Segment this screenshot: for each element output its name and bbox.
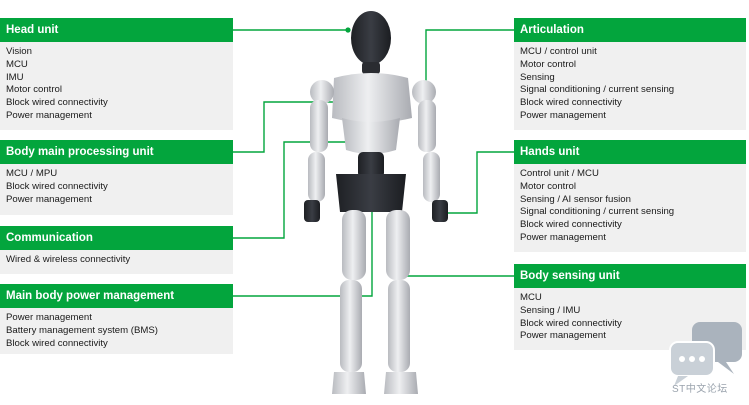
list-item: Signal conditioning / current sensing <box>520 84 675 96</box>
list-item: Vision <box>6 46 32 57</box>
list-item: IMU <box>6 71 24 83</box>
connector-hands <box>442 151 514 214</box>
connector-dot-head <box>345 27 351 33</box>
chat-bubbles-icon <box>669 322 742 386</box>
robot-left-thigh <box>342 210 366 280</box>
list-item: Block wired connectivity <box>520 97 622 109</box>
panel-title: Hands unit <box>514 140 746 164</box>
robot-pelvis <box>336 174 406 212</box>
panel-title: Articulation <box>514 18 746 42</box>
list-item: Sensing / AI sensor fusion <box>520 193 631 205</box>
list-item: Motor control <box>6 84 62 96</box>
panel-items: Wired & wireless connectivity <box>0 250 233 274</box>
robot-chest <box>332 73 412 123</box>
robot-left-shoulder <box>310 80 334 104</box>
list-item: Battery management system (BMS) <box>6 324 158 336</box>
panel-main-body-power-management: Main body power management Power managem… <box>0 284 233 354</box>
robot-right-forearm <box>423 152 440 202</box>
panel-items: Power management Battery management syst… <box>0 308 233 354</box>
list-item: MCU / control unit <box>520 46 597 57</box>
panel-items: MCU / control unit Motor control Sensing… <box>514 42 746 130</box>
robot-left-forearm <box>308 152 325 202</box>
list-item: Control unit / MCU <box>520 168 599 179</box>
list-item: Block wired connectivity <box>520 219 622 231</box>
panel-title: Body main processing unit <box>0 140 233 164</box>
list-item: Power management <box>6 193 92 205</box>
panel-items: Control unit / MCU Motor control Sensing… <box>514 164 746 252</box>
watermark-text: ST中文论坛 <box>672 384 728 395</box>
panel-communication: Communication Wired & wireless connectiv… <box>0 226 233 274</box>
robot-waist <box>358 152 384 178</box>
robot-left-upper-arm <box>310 100 328 152</box>
list-item: Power management <box>6 312 92 323</box>
robot-left-hand <box>304 200 320 222</box>
list-item: Wired & wireless connectivity <box>6 254 131 265</box>
list-item: Power management <box>520 330 606 342</box>
list-item: Block wired connectivity <box>6 97 108 109</box>
robot-right-upper-arm <box>418 100 436 152</box>
robot-torso <box>342 118 400 154</box>
list-item: Power management <box>520 231 606 243</box>
list-item: Sensing / IMU <box>520 304 581 316</box>
list-item: Power management <box>520 109 606 121</box>
robot-left-shin <box>340 280 362 372</box>
robot-right-thigh <box>386 210 410 280</box>
panel-items: Vision MCU IMU Motor control Block wired… <box>0 42 233 130</box>
list-item: Motor control <box>520 58 576 70</box>
list-item: Sensing <box>520 71 555 83</box>
panel-articulation: Articulation MCU / control unit Motor co… <box>514 18 746 130</box>
panel-title: Head unit <box>0 18 233 42</box>
panel-items: MCU / MPU Block wired connectivity Power… <box>0 164 233 215</box>
connector-body-processing <box>233 101 360 153</box>
panel-title: Communication <box>0 226 233 250</box>
panel-body-main-processing-unit: Body main processing unit MCU / MPU Bloc… <box>0 140 233 215</box>
connector-articulation <box>425 29 514 92</box>
robot-right-foot <box>384 372 418 394</box>
list-item: Block wired connectivity <box>6 337 108 349</box>
robot-left-foot <box>332 372 366 394</box>
robot-neck <box>362 62 380 74</box>
robot-right-hand <box>432 200 448 222</box>
robot-right-shin <box>388 280 410 372</box>
panel-hands-unit: Hands unit Control unit / MCU Motor cont… <box>514 140 746 252</box>
panel-title: Body sensing unit <box>514 264 746 288</box>
list-item: Signal conditioning / current sensing <box>520 206 675 218</box>
panel-title: Main body power management <box>0 284 233 308</box>
panel-head-unit: Head unit Vision MCU IMU Motor control B… <box>0 18 233 130</box>
robot-right-shoulder <box>412 80 436 104</box>
list-item: Power management <box>6 109 92 121</box>
list-item: Block wired connectivity <box>520 317 622 329</box>
robot-head <box>351 11 391 65</box>
connector-power <box>233 172 373 297</box>
list-item: Block wired connectivity <box>6 180 108 192</box>
list-item: Motor control <box>520 180 576 192</box>
list-item: MCU <box>520 292 542 303</box>
list-item: MCU / MPU <box>6 168 58 179</box>
list-item: MCU <box>6 58 28 70</box>
